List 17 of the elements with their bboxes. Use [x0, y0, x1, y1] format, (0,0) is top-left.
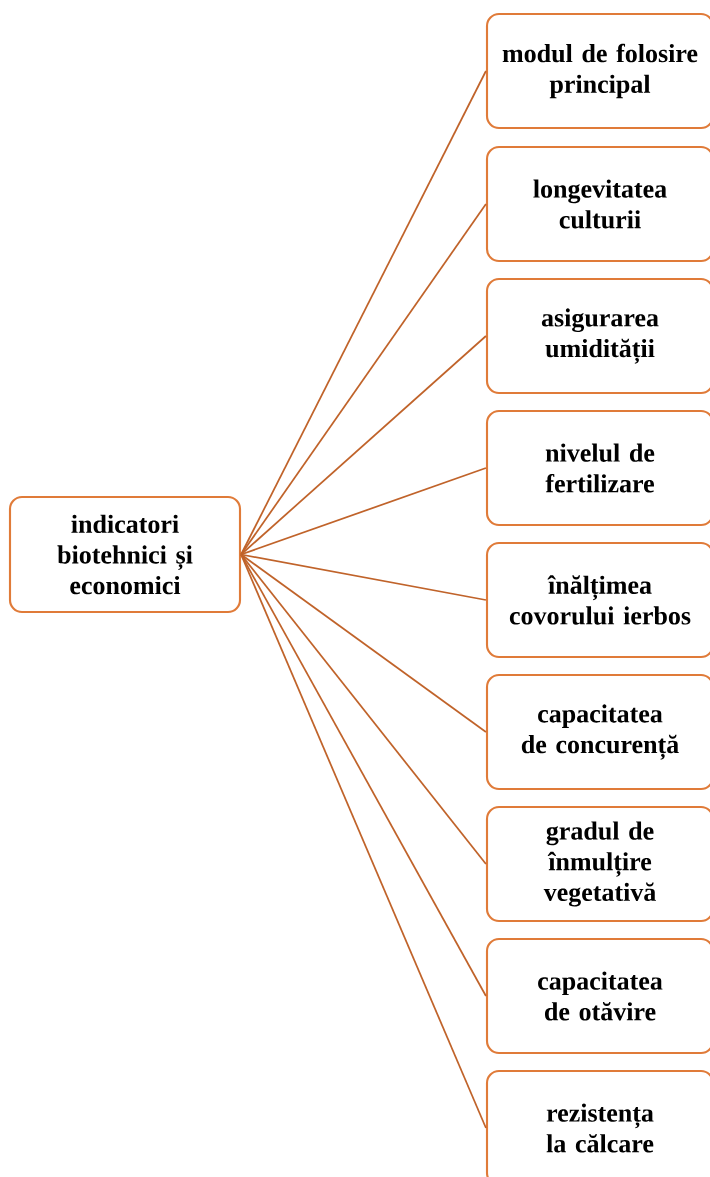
connector-line — [240, 553, 487, 1129]
category-box: rezistența la călcare — [485, 1069, 710, 1177]
category-box: capacitatea de otăvire — [485, 937, 710, 1055]
connector-line — [240, 553, 487, 997]
connector-line — [240, 203, 487, 556]
category-box: înălțimea covorului ierbos — [485, 541, 710, 659]
connector-line — [240, 553, 487, 601]
category-box: nivelul de fertilizare — [485, 409, 710, 527]
category-box: longevitatea culturii — [485, 145, 710, 263]
box: indicatori biotehnici și economici — [8, 495, 242, 614]
category-box: capacitatea de concurență — [485, 673, 710, 791]
connector-line — [240, 335, 487, 556]
category-box: gradul de înmulțire vegetativă — [485, 805, 710, 923]
connector-line — [240, 467, 487, 556]
category-box: modul de folosire principal — [485, 12, 710, 130]
connector-line — [240, 553, 487, 733]
category-box: asigurarea umidității — [485, 277, 710, 395]
